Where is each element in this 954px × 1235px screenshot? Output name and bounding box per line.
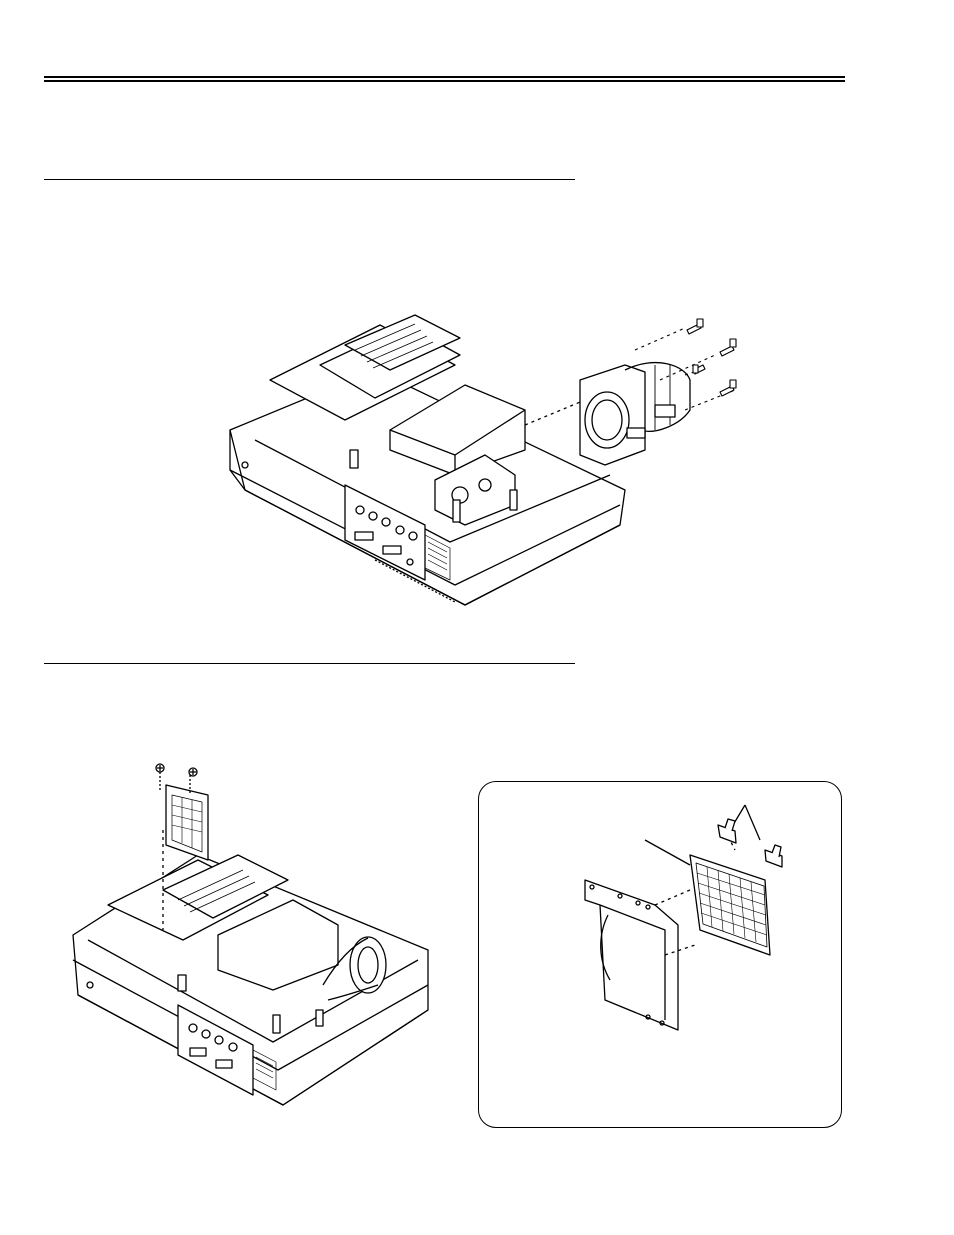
filter-clip-right [765, 845, 782, 867]
screw-top-right [189, 768, 197, 776]
section-rule-2 [44, 663, 575, 664]
projector-lens-figure [215, 310, 755, 610]
header-rule-bottom [44, 80, 845, 82]
projector-filter-figure [68, 760, 438, 1110]
screw-group [635, 319, 736, 410]
filter-frame-removed [156, 764, 208, 860]
filter-frame [585, 880, 678, 1030]
header-rule-top [44, 76, 845, 78]
section-rule-1 [44, 179, 575, 180]
screw-top-left [156, 764, 164, 772]
projector-cabinet [230, 370, 625, 605]
filter-detail-figure [560, 795, 810, 1045]
lens-assembly [580, 363, 690, 465]
filter-clip-top [718, 819, 736, 843]
mesh-filter [690, 855, 770, 955]
